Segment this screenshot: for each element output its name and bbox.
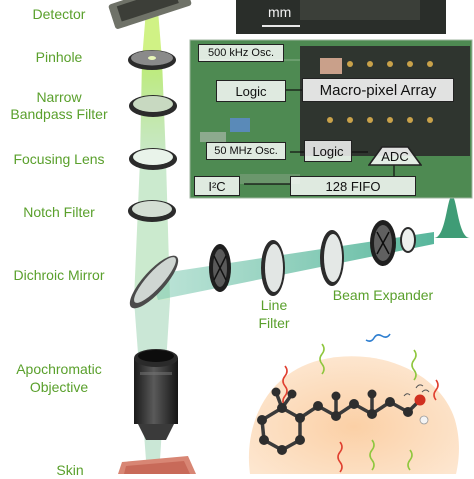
objective-label-line1: Apochromatic bbox=[16, 361, 102, 377]
scatter-wave-icon bbox=[365, 333, 391, 342]
notch-filter bbox=[128, 200, 176, 222]
molecule-inset bbox=[248, 333, 459, 474]
molecule-atoms bbox=[257, 387, 429, 455]
line-filter-label-line2: Filter bbox=[258, 315, 290, 331]
line-filter bbox=[261, 240, 285, 296]
notch-filter-label: Notch Filter bbox=[23, 204, 95, 220]
focusing-lens bbox=[129, 148, 177, 170]
i2c-block: I²C bbox=[194, 176, 240, 196]
bandpass-label-line2: Bandpass Filter bbox=[10, 106, 108, 122]
logic-top-block: Logic bbox=[216, 80, 286, 102]
bandpass-label-line1: Narrow bbox=[36, 89, 82, 105]
skin-label: Skin bbox=[56, 462, 84, 478]
bandpass-filter bbox=[129, 95, 177, 117]
detector-chip bbox=[108, 0, 192, 29]
dichroic-mirror bbox=[129, 255, 179, 309]
focusing-lens-label: Focusing Lens bbox=[13, 151, 105, 167]
osc-50mhz-block: 50 MHz Osc. bbox=[206, 142, 286, 160]
beam-expander-lens-3 bbox=[400, 227, 416, 253]
detector-label: Detector bbox=[32, 6, 86, 22]
skin-sample bbox=[118, 456, 196, 474]
line-filter-iris bbox=[209, 244, 231, 292]
objective-label-line2: Objective bbox=[29, 379, 89, 395]
adc-label: ADC bbox=[381, 148, 409, 164]
logic-bottom-block: Logic bbox=[304, 140, 352, 162]
dichroic-mirror-label: Dichroic Mirror bbox=[13, 267, 105, 283]
laser-source-icon bbox=[434, 196, 470, 238]
beam-expander-lens-2 bbox=[370, 220, 396, 266]
beam-expander-lens-1 bbox=[320, 230, 344, 286]
apochromatic-objective bbox=[134, 349, 178, 440]
adc-block: ADC bbox=[368, 146, 422, 166]
emission-wave-icon bbox=[319, 343, 325, 375]
osc-500khz-block: 500 kHz Osc. bbox=[198, 44, 284, 62]
macro-pixel-array-block: Macro-pixel Array bbox=[302, 78, 454, 102]
heat-wave-icon bbox=[282, 365, 288, 407]
fifo-block: 128 FIFO bbox=[290, 176, 416, 196]
pinhole bbox=[128, 50, 176, 70]
pinhole-label: Pinhole bbox=[35, 49, 83, 65]
scale-bar-label: mm bbox=[268, 4, 292, 20]
beam-expander-label: Beam Expander bbox=[332, 287, 434, 303]
line-filter-label-line1: Line bbox=[260, 297, 288, 313]
